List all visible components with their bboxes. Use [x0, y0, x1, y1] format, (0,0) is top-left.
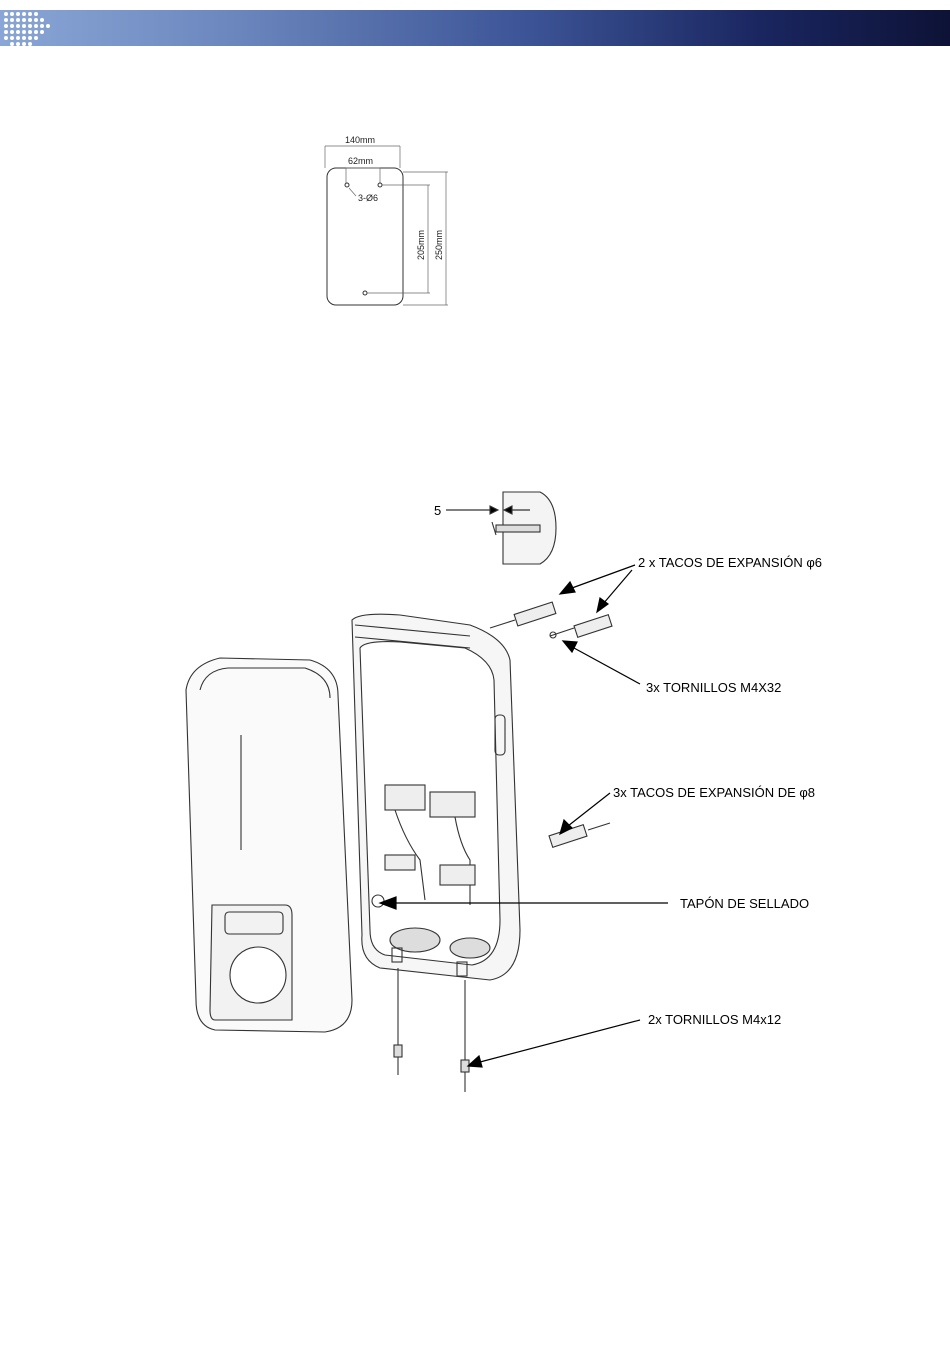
- top-anchor-left: [490, 602, 556, 628]
- callout-expansion-anchors-6: 2 x TACOS DE EXPANSIÓN φ6: [638, 555, 822, 570]
- callout-screws-m4x12: 2x TORNILLOS M4x12: [648, 1012, 781, 1027]
- depth-label: 5: [434, 503, 441, 518]
- back-housing: [352, 614, 520, 980]
- front-cover: [186, 658, 352, 1032]
- side-anchor: [549, 823, 610, 847]
- bottom-screw-right: [461, 980, 469, 1092]
- callout-sealing-plug: TAPÓN DE SELLADO: [680, 896, 809, 911]
- bottom-screw-left: [394, 968, 402, 1075]
- wall-section-detail: [446, 492, 556, 564]
- top-anchor-right: [550, 615, 612, 638]
- callout-screws-m4x32: 3x TORNILLOS M4X32: [646, 680, 781, 695]
- callout-expansion-anchors-8: 3x TACOS DE EXPANSIÓN DE φ8: [613, 785, 815, 800]
